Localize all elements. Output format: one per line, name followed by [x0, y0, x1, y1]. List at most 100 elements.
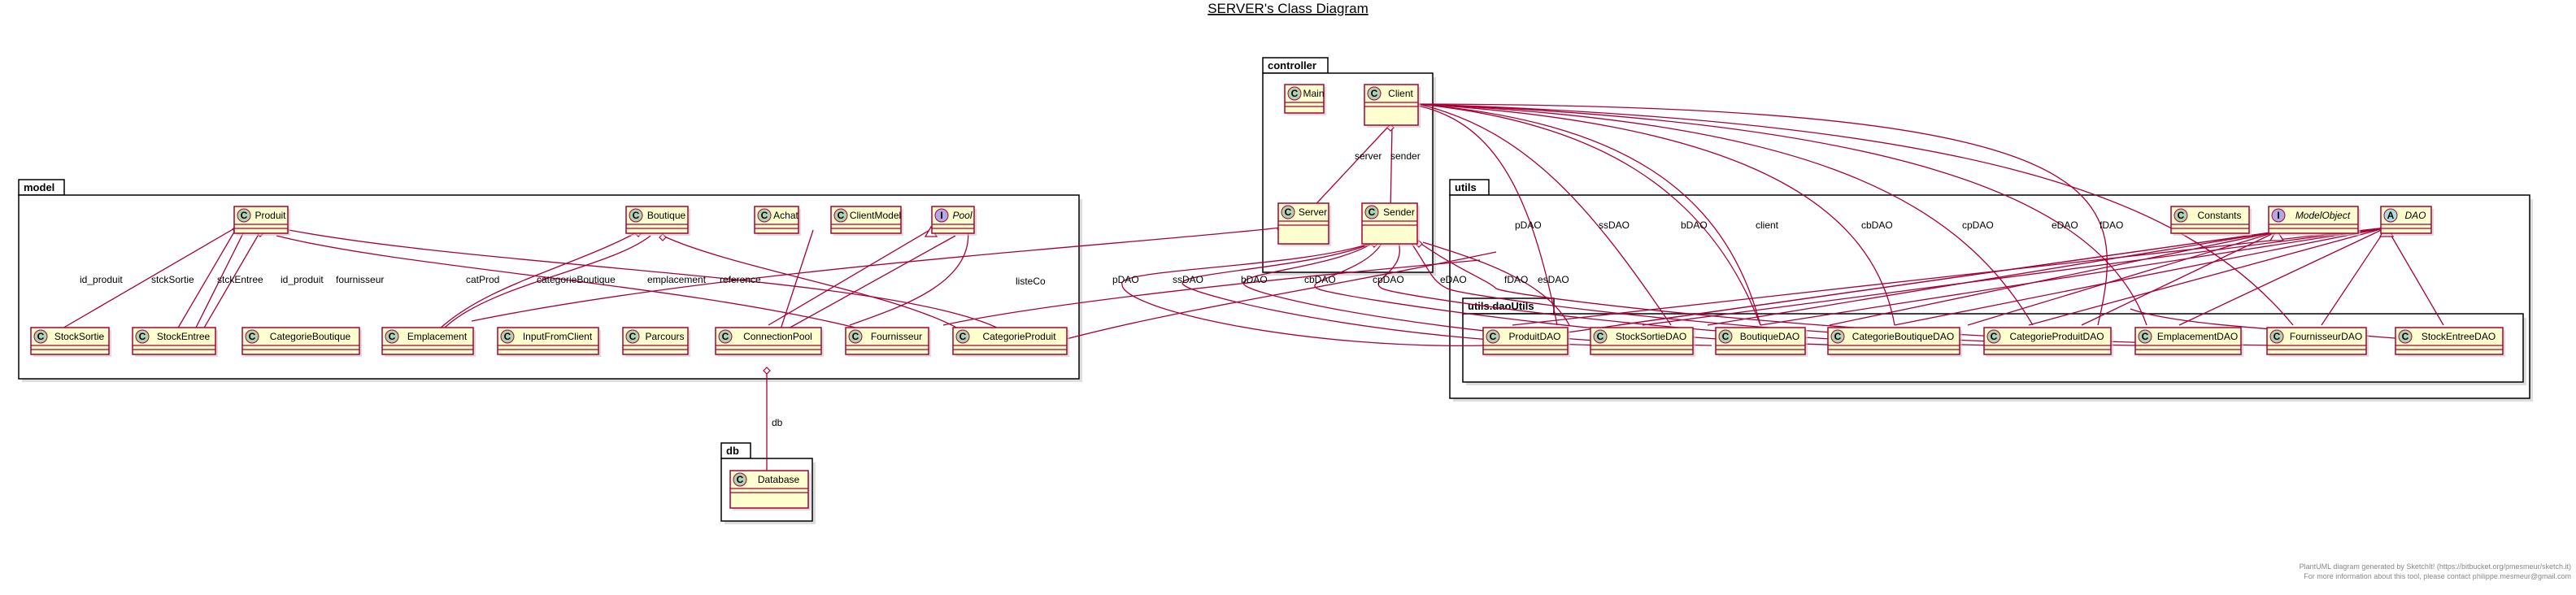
class-fournisseur: C Fournisseur: [845, 327, 931, 357]
label-fdao-top: fDAO: [2100, 219, 2123, 231]
class-kind-letter: A: [2387, 210, 2395, 221]
class-kind-icon: [718, 329, 733, 344]
label-id-produit-2: id_produit: [281, 274, 324, 285]
class-inputfromclient: C InputFromClient: [497, 327, 601, 357]
class-name: CategorieBoutique: [270, 331, 351, 342]
class-kind-letter: C: [2402, 331, 2409, 342]
class-name: ModelObject: [2295, 210, 2351, 221]
class-name: Constants: [2197, 210, 2241, 221]
class-kind-letter: C: [852, 331, 859, 342]
class-kind-letter: C: [504, 331, 511, 342]
class-kind-letter: C: [1597, 331, 1604, 342]
class-kind-letter: C: [761, 210, 768, 221]
class-name: Pool: [952, 210, 972, 221]
package-label-controller: controller: [1268, 59, 1316, 72]
class-name: Boutique: [647, 210, 686, 221]
class-kind-letter: C: [2142, 331, 2149, 342]
class-connectionpool: C ConnectionPool: [715, 327, 824, 357]
label-cbdao-top: cbDAO: [1861, 219, 1893, 231]
footer-line-1: PlantUML diagram generated by SketchIt! …: [2300, 562, 2571, 571]
class-kind-letter: C: [959, 331, 967, 342]
class-name: DAO: [2404, 210, 2426, 221]
class-kind-letter: C: [629, 331, 637, 342]
class-name: ConnectionPool: [743, 331, 812, 342]
label-ssdao-mid: ssDAO: [1173, 274, 1203, 285]
label-bdao-top: bDAO: [1681, 219, 1708, 231]
class-kind-letter: C: [1834, 331, 1842, 342]
class-kind-letter: I: [2277, 210, 2279, 221]
class-name: ProduitDAO: [1508, 331, 1560, 342]
diagram-title: SERVER's Class Diagram: [1208, 1, 1368, 16]
class-pool: I Pool: [931, 206, 977, 236]
class-name: BoutiqueDAO: [1740, 331, 1799, 342]
label-sender: sender: [1390, 150, 1421, 162]
class-name: Sender: [1383, 206, 1415, 218]
class-name: InputFromClient: [523, 331, 593, 342]
class-kind-icon: [2383, 208, 2398, 223]
class-kind-letter: C: [2274, 331, 2281, 342]
class-kind-icon: [1830, 329, 1845, 344]
class-name: StockSortie: [54, 331, 105, 342]
class-kind-icon: [955, 329, 970, 344]
label-client: client: [1756, 219, 1779, 231]
class-kind-letter: C: [838, 210, 845, 221]
class-kind-icon: [625, 329, 640, 344]
relation-labels: server sender pDAO ssDAO bDAO client cbD…: [80, 150, 2123, 428]
label-fournisseur: fournisseur: [336, 274, 384, 285]
class-kind-letter: C: [241, 210, 248, 221]
class-kind-icon: [237, 208, 251, 223]
class-stocksortiedao: C StockSortieDAO: [1590, 327, 1695, 357]
footer-line-2: For more information about this tool, pl…: [2304, 572, 2571, 580]
class-categorieboutique: C CategorieBoutique: [242, 327, 362, 357]
class-kind-icon: [934, 208, 949, 223]
label-edao-top: eDAO: [2052, 219, 2078, 231]
label-esdao-mid: esDAO: [1538, 274, 1569, 285]
class-name: FournisseurDAO: [2290, 331, 2362, 342]
class-kind-letter: C: [249, 331, 256, 342]
class-kind-letter: C: [389, 331, 396, 342]
class-name: Fournisseur: [871, 331, 922, 342]
label-server: server: [1355, 150, 1382, 162]
label-cpdao-top: cpDAO: [1962, 219, 1994, 231]
class-kind-icon: [2398, 329, 2413, 344]
label-stcksortie: stckSortie: [151, 274, 194, 285]
package-label-model: model: [24, 181, 54, 193]
label-stckentree: stckEntree: [217, 274, 263, 285]
class-kind-letter: I: [940, 210, 942, 221]
class-name: StockSortieDAO: [1616, 331, 1686, 342]
class-kind-letter: C: [2178, 210, 2185, 221]
class-kind-icon: [245, 329, 259, 344]
class-kind-icon: [1364, 205, 1379, 219]
class-stocksortie: C StockSortie: [30, 327, 111, 357]
class-kind-letter: C: [1368, 206, 1376, 218]
label-pdao-mid: pDAO: [1112, 274, 1139, 285]
class-kind-letter: C: [722, 331, 729, 342]
label-cpdao-mid: cpDAO: [1373, 274, 1404, 285]
class-kind-letter: C: [1371, 88, 1378, 99]
label-listeco: listeCo: [1016, 276, 1046, 287]
class-kind-icon: [1718, 329, 1733, 344]
class-kind-icon: [1486, 329, 1500, 344]
class-name: StockEntreeDAO: [2422, 331, 2496, 342]
class-kind-icon: [1593, 329, 1608, 344]
label-fdao-mid: fDAO: [1504, 274, 1528, 285]
class-kind-icon: [733, 472, 747, 487]
label-cbdao-mid: cbDAO: [1304, 274, 1336, 285]
class-name: Client: [1388, 88, 1413, 99]
class-kind-letter: C: [37, 331, 45, 342]
class-stockentreedao: C StockEntreeDAO: [2395, 327, 2505, 357]
class-kind-icon: [1367, 86, 1382, 101]
class-kind-icon: [1287, 86, 1302, 101]
label-bdao-mid: bDAO: [1241, 274, 1268, 285]
